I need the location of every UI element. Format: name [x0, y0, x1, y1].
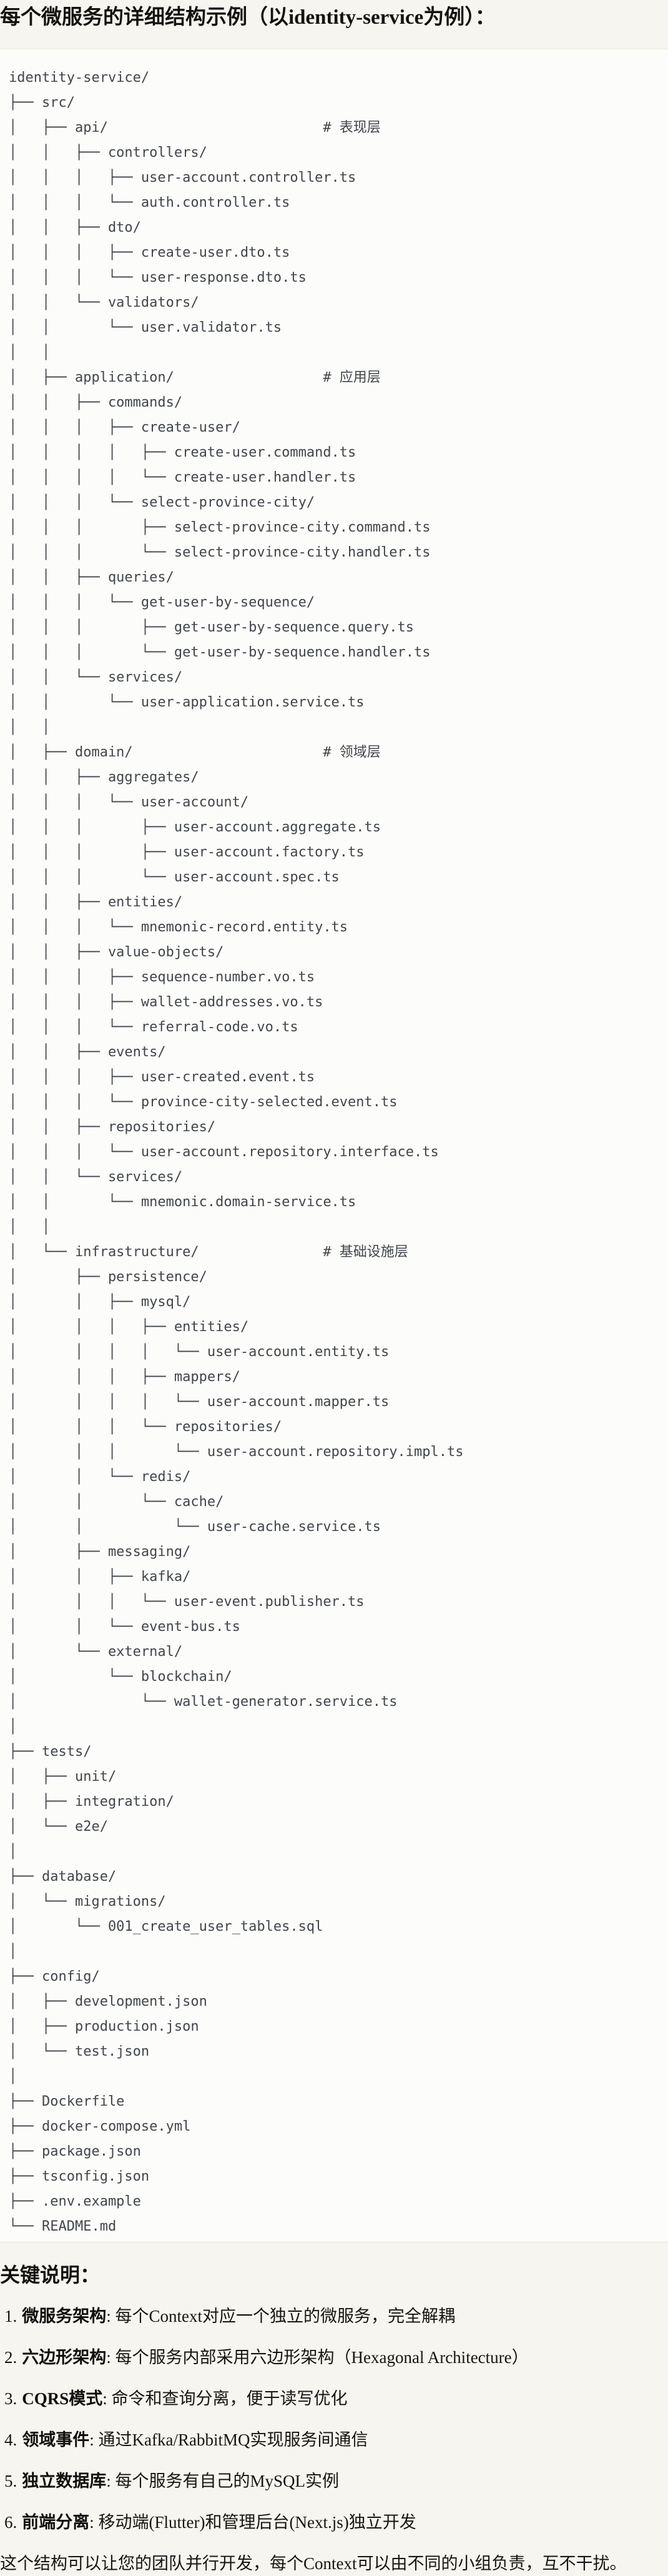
note-number: 5.: [4, 2472, 17, 2490]
note-item-frontend-separation: 6. 前端分离: 移动端(Flutter)和管理后台(Next.js)独立开发: [4, 2510, 668, 2535]
directory-tree-text: identity-service/ ├── src/ │ ├── api/ # …: [9, 70, 464, 2234]
note-number: 4.: [4, 2430, 17, 2449]
note-description: : 每个服务内部采用六边形架构（Hexagonal Architecture）: [106, 2348, 529, 2367]
note-number: 2.: [4, 2348, 17, 2367]
page-title: 每个微服务的详细结构示例（以identity-service为例）：: [0, 6, 496, 29]
note-number: 6.: [4, 2513, 17, 2532]
notes-list: 1. 微服务架构: 每个Context对应一个独立的微服务，完全解耦 2. 六边形架…: [0, 2304, 668, 2535]
note-term: 领域事件: [22, 2430, 90, 2449]
note-term: 独立数据库: [22, 2472, 107, 2490]
closing-paragraph: 这个结构可以让您的团队并行开发，每个Context可以由不同的小组负责，互不干扰…: [0, 2554, 627, 2573]
note-term: CQRS模式: [22, 2389, 103, 2408]
note-description: : 移动端(Flutter)和管理后台(Next.js)独立开发: [89, 2513, 416, 2532]
note-term: 微服务架构: [22, 2307, 107, 2326]
note-number: 1.: [4, 2307, 17, 2326]
note-item-microservices: 1. 微服务架构: 每个Context对应一个独立的微服务，完全解耦: [4, 2304, 668, 2329]
notes-heading: 关键说明：: [0, 2264, 101, 2286]
note-item-independent-db: 5. 独立数据库: 每个服务有自己的MySQL实例: [4, 2469, 668, 2494]
note-term: 六边形架构: [22, 2348, 107, 2367]
note-description: : 命令和查询分离，便于读写优化: [102, 2389, 348, 2408]
note-description: : 通过Kafka/RabbitMQ实现服务间通信: [89, 2430, 368, 2449]
note-item-hexagonal: 2. 六边形架构: 每个服务内部采用六边形架构（Hexagonal Archite…: [4, 2345, 668, 2370]
note-description: : 每个Context对应一个独立的微服务，完全解耦: [106, 2307, 455, 2326]
note-item-cqrs: 3. CQRS模式: 命令和查询分离，便于读写优化: [4, 2386, 668, 2411]
note-term: 前端分离: [22, 2513, 90, 2532]
directory-tree-code-block: identity-service/ ├── src/ │ ├── api/ # …: [0, 49, 668, 2242]
note-number: 3.: [4, 2389, 17, 2408]
note-description: : 每个服务有自己的MySQL实例: [106, 2472, 340, 2490]
note-item-domain-events: 4. 领域事件: 通过Kafka/RabbitMQ实现服务间通信: [4, 2427, 668, 2452]
